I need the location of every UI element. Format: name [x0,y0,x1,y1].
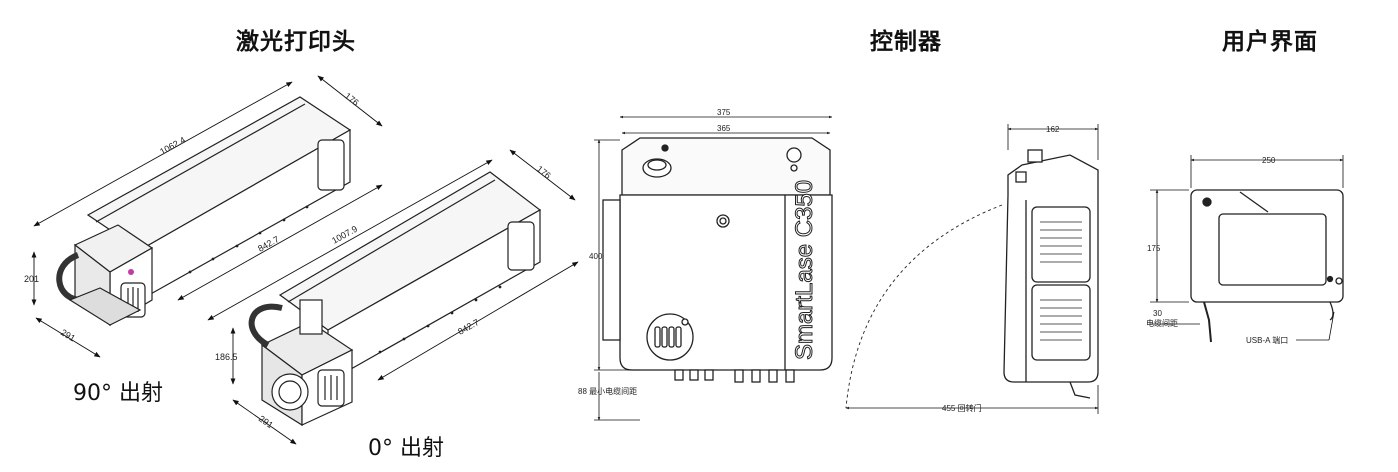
dim-controller-width-inner: 365 [717,124,731,133]
user-interface-title: 用户界面 [1222,29,1318,55]
laser-head-title: 激光打印头 [236,29,356,55]
caption-0-degree: 0° 出射 [368,436,444,461]
controller-side [845,149,1099,409]
controller-front [602,137,833,383]
dim-ui-height: 175 [1147,244,1161,253]
dim-head0-length: 1007.9 [330,224,359,246]
dim-head90-height: 201 [24,274,39,284]
head-0-dimensions [177,149,579,445]
user-interface-dimensions [1150,155,1344,341]
dim-controller-side-depth: 162 [1046,125,1060,134]
dim-ui-cable-clearance-value: 30 [1153,309,1162,318]
dim-controller-bottom-clearance: 88 最小电缆间距 [578,386,637,396]
dim-head0-length-bottom: 842.7 [456,317,481,337]
dim-head90-depth: 176 [343,91,361,108]
dim-head90-length: 1062.4 [158,135,187,157]
dim-head0-height: 186.5 [215,352,238,362]
dim-head0-length-top: 842.7 [256,234,281,254]
caption-90-degree: 90° 出射 [73,381,163,406]
controller-dimensions [594,115,833,421]
user-interface-device [1190,189,1344,343]
controller-title: 控制器 [870,29,942,55]
dim-head0-depth: 176 [535,164,553,181]
dim-controller-height: 400 [589,252,603,261]
ui-usb-label: USB-A 端口 [1246,335,1288,345]
dim-controller-door-swing: 455 回转门 [942,403,982,413]
dim-ui-width: 250 [1262,156,1276,165]
head-90-dimensions [31,75,383,358]
dim-ui-cable-clearance-label: 电缆间距 [1146,318,1178,328]
dim-controller-width-outer: 375 [717,108,731,117]
controller-brand-text: SmartLase C350 [791,180,818,360]
controller-side-dimensions [845,124,1099,414]
